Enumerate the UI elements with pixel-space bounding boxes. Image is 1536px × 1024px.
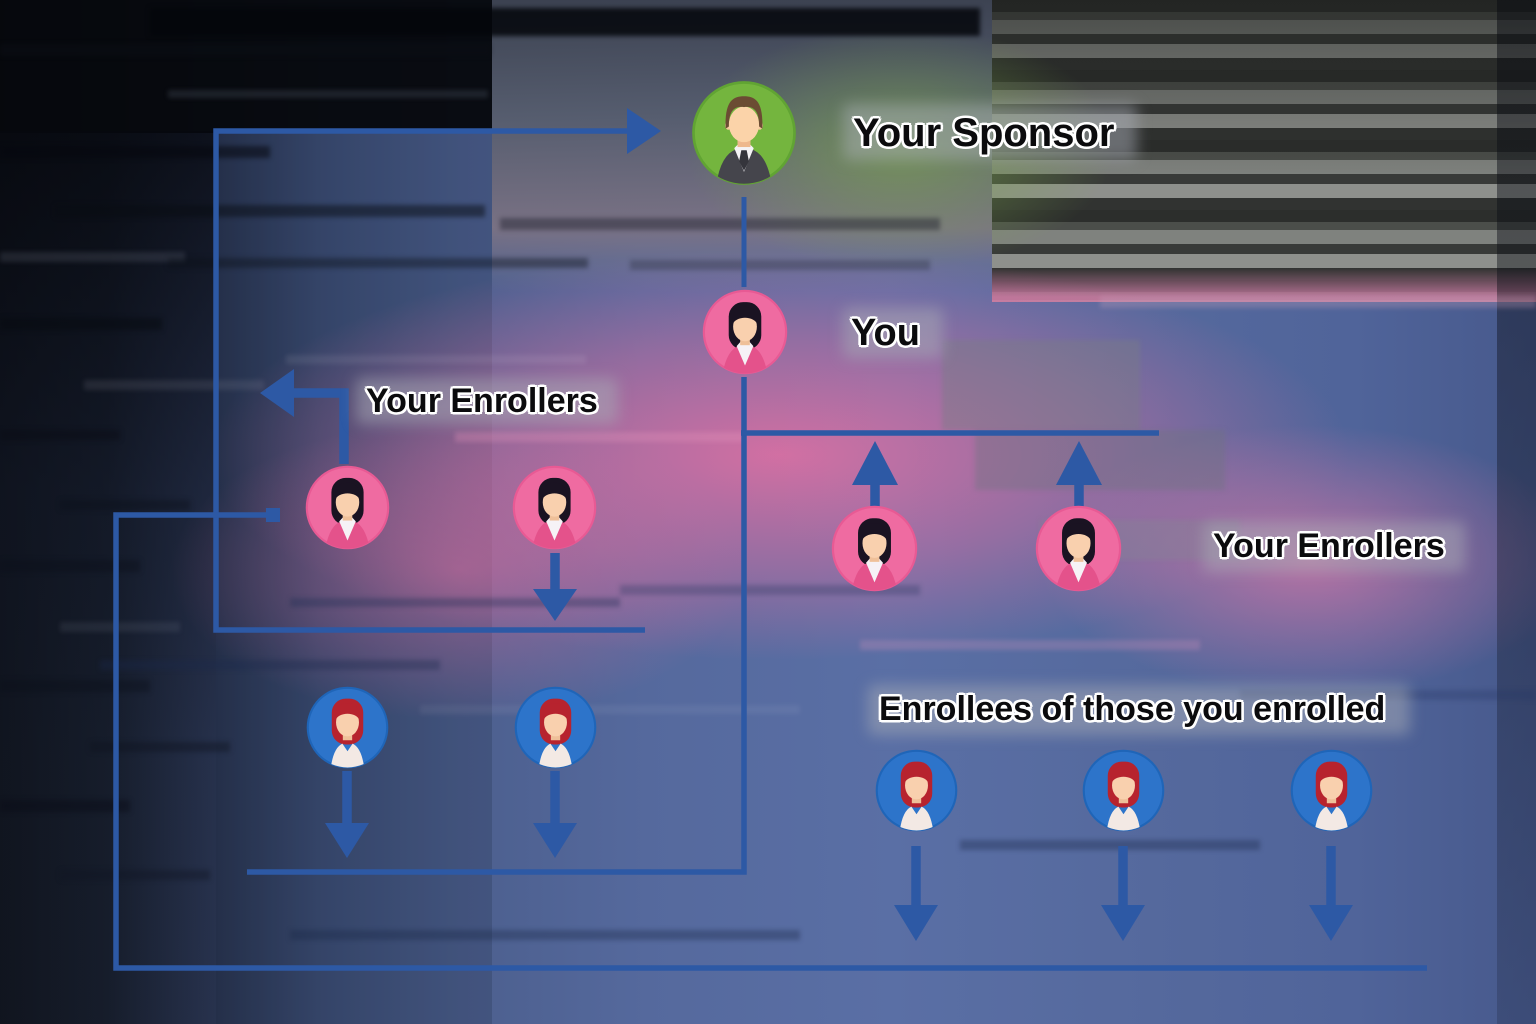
- bg-glitch-stripe: [0, 252, 185, 262]
- enrollees-label: Enrollees of those you enrolled: [879, 690, 1386, 728]
- arrowhead-down-left-enroller2: [533, 589, 577, 621]
- arrowhead-down-re3: [1309, 905, 1353, 941]
- arrowhead-up-1: [852, 441, 898, 485]
- bg-glitch-stripe: [630, 260, 930, 270]
- bg-glitch-stripe: [60, 500, 190, 510]
- left-elbow-shaft: [293, 388, 349, 464]
- right-enrollers-label: Your Enrollers: [1213, 527, 1445, 565]
- left-enroller-avatar-1: [304, 464, 391, 551]
- bg-glitch-stripe: [60, 870, 210, 880]
- arrowhead-down-re2: [1101, 905, 1145, 941]
- label-haze-right-enrollers: [1203, 522, 1465, 572]
- left-and-bottom-rail: [113, 512, 1427, 971]
- bg-glitch-stripe: [100, 660, 440, 670]
- bg-glitch-stripe: [0, 680, 150, 692]
- label-haze-sponsor: [843, 104, 1137, 160]
- bg-glitch-stripe: [60, 622, 180, 632]
- bg-glitch-stripe: [0, 146, 270, 158]
- background-right-edge: [1497, 0, 1536, 1024]
- bg-glitch-stripe: [500, 218, 940, 230]
- you-label: You: [851, 312, 920, 354]
- bg-glitch-stripe: [975, 430, 1225, 490]
- bg-glitch-stripe: [90, 742, 230, 752]
- arrowhead-left: [260, 369, 294, 417]
- left-enrollee-avatar-2: [513, 685, 598, 770]
- loop-to-sponsor-line: [213, 128, 645, 633]
- bg-glitch-stripe: [168, 258, 588, 268]
- bg-glitch-stripe: [290, 598, 620, 607]
- right-enrollee-avatar-1: [874, 748, 959, 833]
- bg-glitch-stripe: [55, 205, 485, 217]
- bg-glitch-stripe: [150, 8, 980, 36]
- bg-glitch-stripe: [286, 355, 586, 364]
- right-enrollee-avatar-2: [1081, 748, 1166, 833]
- label-haze-enrollees: [868, 685, 1410, 735]
- right-enrollee-avatar-3: [1289, 748, 1374, 833]
- arrowhead-down-re1: [894, 905, 938, 941]
- bg-glitch-stripe: [455, 432, 745, 442]
- arrowhead-down-le2: [533, 823, 577, 858]
- bg-glitch-stripe: [860, 640, 1200, 650]
- left-enrollers-label: Your Enrollers: [366, 382, 598, 420]
- bg-glitch-stripe: [290, 930, 800, 940]
- right-enroller-avatar-2: [1034, 504, 1123, 593]
- left-enroller-avatar-2: [511, 464, 598, 551]
- bg-glitch-stripe: [168, 90, 488, 98]
- bg-glitch-stripe: [620, 585, 920, 595]
- bg-glitch-stripe: [0, 800, 130, 812]
- label-haze-you: [843, 308, 943, 358]
- right-enroller-avatar-1: [830, 504, 919, 593]
- arrowhead-down-le1: [325, 823, 369, 858]
- you-downline: [247, 377, 747, 875]
- you-avatar: [701, 288, 789, 376]
- bg-glitch-stripe: [0, 560, 140, 572]
- left-enrollee-avatar-1: [305, 685, 390, 770]
- bg-glitch-stripe: [942, 340, 1140, 430]
- bg-glitch-stripe: [0, 318, 162, 330]
- bg-glitch-stripe: [0, 44, 490, 56]
- rail-stub-cap: [266, 508, 280, 522]
- arrowhead-up-2: [1056, 441, 1102, 485]
- bg-glitch-stripe: [0, 430, 120, 440]
- bg-glitch-stripe: [960, 840, 1260, 850]
- arrowhead-right-into-sponsor: [627, 108, 661, 154]
- bg-glitch-stripe: [1100, 296, 1536, 308]
- label-haze-left-enrollers: [356, 378, 618, 424]
- bg-glow-pink-left: [170, 420, 750, 720]
- sponsor-label: Your Sponsor: [853, 111, 1115, 155]
- bg-glitch-stripe: [420, 705, 800, 714]
- bg-glitch-stripe: [84, 380, 264, 390]
- sponsor-avatar: [690, 79, 798, 187]
